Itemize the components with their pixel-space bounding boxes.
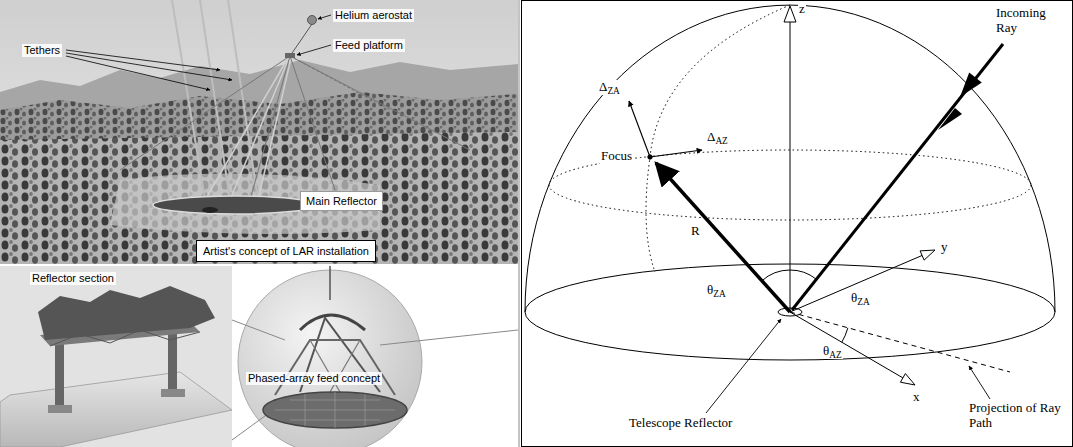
label-box: Main Reflector [300,191,383,211]
vector-label: ΔAZ [706,130,729,145]
box-text: Artist's concept of LAR installation [203,245,369,257]
part-label: Tethers [22,44,62,57]
part-label: Telescope Reflector [628,416,733,431]
axis-label: y [940,240,949,255]
phased-array-render [232,266,518,447]
box-text: Main Reflector [306,195,377,207]
ray-label: Incoming Ray [995,6,1059,36]
angle-label: θAZ [822,344,843,359]
part-label: Phased-array feed concept [246,372,382,385]
vector-label: ΔZA [598,80,621,95]
part-label: Projection of Ray Path [968,401,1062,431]
axis-label: z [798,2,806,17]
axis-label: x [912,390,921,405]
part-label: Helium aerostat [333,9,414,22]
landscape-photo [0,0,518,264]
caption-box: Artist's concept of LAR installation [196,240,376,262]
reflector-section-render [0,266,232,447]
part-label: Reflector section [30,272,116,285]
part-label: Feed platform [333,39,405,52]
vector-label: R [690,224,701,239]
angle-label: θZA [850,291,871,306]
point-label: Focus [600,149,633,164]
angle-label: θZA [706,283,727,298]
coordinate-geometry [522,1,1073,447]
